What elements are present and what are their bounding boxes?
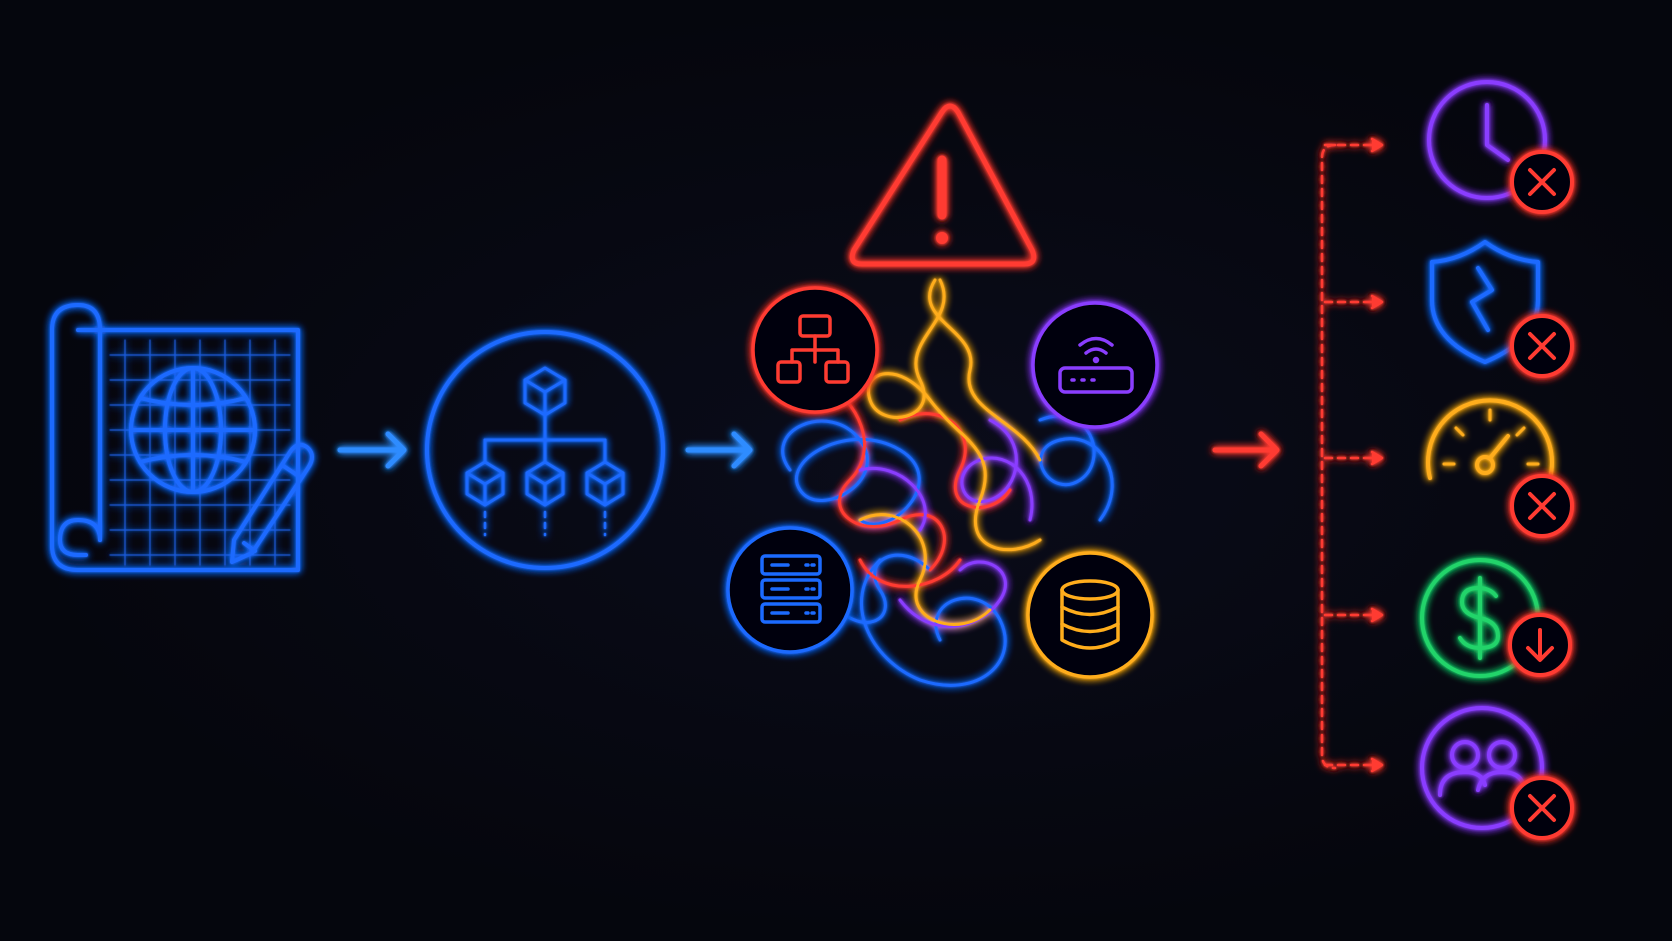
down-arrow-badge-icon (1508, 613, 1572, 677)
hierarchy-cubes-icon (425, 330, 665, 570)
x-badge-icon (1510, 474, 1574, 538)
tangled-network-icon (781, 278, 1114, 687)
speedometer-icon (1426, 398, 1554, 480)
broken-shield-icon (1430, 240, 1540, 364)
flow-arrow-3 (1212, 431, 1280, 469)
server-rack-icon (726, 526, 854, 654)
x-badge-icon (1510, 314, 1574, 378)
flow-arrow-1 (337, 431, 407, 469)
consequence-branches (1320, 137, 1384, 773)
x-badge-icon (1510, 150, 1574, 214)
x-badge-icon (1510, 776, 1574, 840)
flow-arrow-2 (685, 431, 753, 469)
warning-triangle-icon (849, 103, 1037, 267)
router-icon (1031, 301, 1159, 429)
clock-icon (1427, 80, 1547, 200)
database-icon (1026, 551, 1154, 679)
org-chart-icon (751, 286, 879, 414)
blueprint-globe-icon (50, 303, 314, 572)
